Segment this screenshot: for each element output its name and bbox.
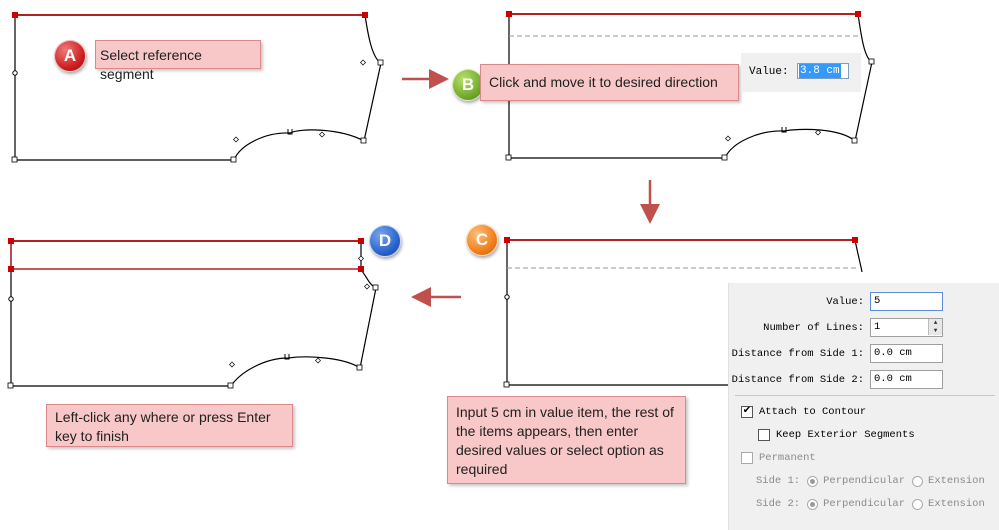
parameter-dialog: Value: 5 Number of Lines: 1 ▲▼ Distance … bbox=[728, 283, 999, 530]
keep-exterior-checkbox[interactable]: Keep Exterior Segments bbox=[758, 429, 915, 441]
side2-label: Side 2: bbox=[756, 498, 801, 510]
pattern-piece-b[interactable] bbox=[505, 11, 875, 161]
side1-perpendicular-radio[interactable]: Perpendicular bbox=[807, 475, 905, 487]
perpendicular-label: Perpendicular bbox=[823, 498, 906, 510]
attach-to-contour-checkbox[interactable]: ✔ Attach to Contour bbox=[741, 406, 866, 418]
checkbox-icon bbox=[758, 429, 770, 441]
value-field[interactable]: 5 bbox=[870, 292, 943, 311]
checkbox-icon bbox=[741, 452, 753, 464]
dialog-separator bbox=[735, 395, 995, 396]
side1-extension-radio[interactable]: Extension bbox=[912, 475, 985, 487]
side1-options: Side 1: Perpendicular Extension bbox=[756, 475, 985, 487]
pattern-piece-d[interactable] bbox=[7, 238, 379, 389]
side2-perpendicular-radio[interactable]: Perpendicular bbox=[807, 498, 905, 510]
dist1-row: Distance from Side 1: 0.0 cm bbox=[729, 344, 999, 364]
extension-label: Extension bbox=[928, 475, 985, 487]
dist2-label: Distance from Side 2: bbox=[731, 374, 864, 386]
dist2-row: Distance from Side 2: 0.0 cm bbox=[729, 370, 999, 390]
radio-icon bbox=[912, 475, 924, 487]
pattern-piece-c[interactable] bbox=[503, 237, 863, 388]
radio-icon bbox=[912, 498, 924, 510]
value-input-selection: 3.8 cm bbox=[799, 64, 841, 78]
dist1-label: Distance from Side 1: bbox=[731, 348, 864, 360]
step-b-badge: B bbox=[452, 69, 484, 101]
step-a-callout: Select reference segment bbox=[95, 40, 261, 82]
lines-row: Number of Lines: 1 ▲▼ bbox=[729, 318, 999, 338]
value-input[interactable]: 3.8 cm bbox=[797, 63, 849, 79]
radio-selected-icon bbox=[807, 475, 819, 487]
lines-field[interactable]: 1 bbox=[870, 318, 943, 337]
value-row-label: Value: bbox=[826, 296, 864, 308]
step-a-badge: A bbox=[54, 40, 86, 72]
step-b-callout: Click and move it to desired direction bbox=[480, 64, 739, 101]
step-c-badge: C bbox=[466, 224, 498, 256]
step-d-callout: Left-click any where or press Enter key … bbox=[46, 404, 293, 447]
value-label: Value: bbox=[749, 66, 789, 78]
radio-selected-icon bbox=[807, 498, 819, 510]
extension-label: Extension bbox=[928, 498, 985, 510]
permanent-checkbox[interactable]: Permanent bbox=[741, 452, 816, 464]
value-popup: Value: 3.8 cm bbox=[741, 53, 861, 92]
keep-label: Keep Exterior Segments bbox=[776, 429, 915, 441]
permanent-label: Permanent bbox=[759, 452, 816, 464]
step-c-callout: Input 5 cm in value item, the rest of th… bbox=[447, 396, 686, 484]
attach-label: Attach to Contour bbox=[759, 406, 867, 418]
pattern-piece-a[interactable] bbox=[11, 12, 384, 163]
value-row: Value: 5 bbox=[729, 292, 999, 312]
dist1-field[interactable]: 0.0 cm bbox=[870, 344, 943, 363]
lines-spinner[interactable]: ▲▼ bbox=[928, 319, 942, 335]
side2-options: Side 2: Perpendicular Extension bbox=[756, 498, 985, 510]
dist2-field[interactable]: 0.0 cm bbox=[870, 370, 943, 389]
checkmark-icon: ✔ bbox=[741, 406, 753, 418]
step-d-badge: D bbox=[369, 225, 401, 257]
lines-label: Number of Lines: bbox=[763, 322, 864, 334]
perpendicular-label: Perpendicular bbox=[823, 475, 906, 487]
side1-label: Side 1: bbox=[756, 475, 801, 487]
side2-extension-radio[interactable]: Extension bbox=[912, 498, 985, 510]
